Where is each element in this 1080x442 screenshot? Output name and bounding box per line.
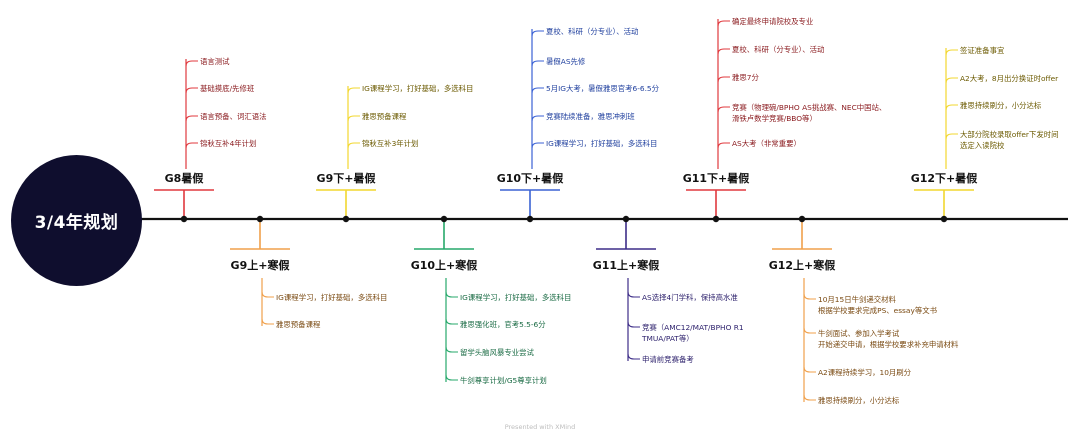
leaf-topic[interactable]: 大部分院校录取offer下发时间 选定入读院校 — [960, 129, 1059, 150]
leaf-connector — [261, 318, 274, 325]
leaf-topic[interactable]: 夏校、科研（分专业）、活动 — [546, 26, 639, 36]
leaf-connector — [185, 115, 198, 122]
leaf-topic[interactable]: 基础摸底/先修班 — [200, 83, 255, 93]
leaf-topic[interactable]: 雅思持续刷分，小分达标 — [960, 100, 1042, 110]
leaf-topic[interactable]: IG课程学习，打好基础，多选科目 — [276, 292, 388, 302]
leaf-topic[interactable]: 雅思强化班，官考5.5-6分 — [460, 319, 546, 329]
stage-label-g12-summer[interactable]: G12下+暑假 — [910, 172, 978, 185]
leaf-connector — [531, 30, 544, 37]
leaf-connector — [627, 291, 640, 298]
leaf-topic[interactable]: IG课程学习，打好基础，多选科目 — [546, 138, 658, 148]
leaf-connector — [803, 327, 816, 334]
leaf-connector — [531, 115, 544, 122]
timeline-node-g12-winter — [798, 215, 806, 223]
leaf-topic[interactable]: 竞赛陆续准备，雅思冲刺班 — [546, 111, 635, 121]
leaf-connector — [945, 77, 958, 84]
timeline-node-g10-winter — [440, 215, 448, 223]
leaf-connector — [945, 49, 958, 56]
leaf-connector — [445, 346, 458, 353]
leaf-topic[interactable]: 竞赛（AMC12/MAT/BPHO R1 TMUA/PAT等） — [642, 322, 744, 343]
leaf-connector — [803, 394, 816, 401]
stage-label-g8-summer[interactable]: G8暑假 — [164, 172, 204, 185]
leaf-topic[interactable]: 锦秋互补4年计划 — [200, 138, 257, 148]
timeline-node-g11-winter — [622, 215, 630, 223]
leaf-connector — [803, 366, 816, 373]
leaf-connector — [945, 133, 958, 140]
stage-label-g9-winter[interactable]: G9上+寒假 — [230, 259, 290, 272]
leaf-connector — [445, 291, 458, 298]
stage-label-g10-winter[interactable]: G10上+寒假 — [410, 259, 478, 272]
leaf-topic[interactable]: 雅思7分 — [732, 72, 759, 82]
leaf-connector — [445, 374, 458, 381]
stage-label-g11-summer[interactable]: G11下+暑假 — [682, 172, 750, 185]
root-topic-label: 3/4年规划 — [34, 213, 119, 233]
leaf-connector — [185, 87, 198, 94]
stage-label-g12-winter[interactable]: G12上+寒假 — [768, 259, 836, 272]
leaf-connector — [531, 142, 544, 149]
leaf-topic[interactable]: 语言测试 — [200, 56, 230, 66]
leaf-topic[interactable]: IG课程学习，打好基础，多选科目 — [362, 83, 474, 93]
stage-label-g9-summer[interactable]: G9下+暑假 — [316, 172, 376, 185]
leaf-topic[interactable]: AS选择4门学科，保持高水准 — [642, 292, 738, 302]
leaf-topic[interactable]: IG课程学习，打好基础，多选科目 — [460, 292, 572, 302]
leaf-connector — [531, 87, 544, 94]
leaf-connector — [717, 106, 730, 113]
stage-label-g10-summer[interactable]: G10下+暑假 — [496, 172, 564, 185]
leaf-topic[interactable]: A2大考，8月出分换证时offer — [960, 73, 1059, 83]
leaf-topic[interactable]: AS大考（非常重要） — [732, 138, 801, 148]
leaf-topic[interactable]: 雅思预备课程 — [362, 111, 407, 121]
leaf-connector — [717, 76, 730, 83]
leaf-topic[interactable]: 确定最终申请院校及专业 — [732, 16, 814, 26]
leaf-connector — [717, 48, 730, 55]
leaf-connector — [803, 293, 816, 300]
leaf-connector — [717, 20, 730, 27]
footer-credit: Presented with XMind — [504, 423, 576, 431]
leaf-connector — [531, 60, 544, 67]
leaf-topic[interactable]: 语言预备、词汇语法 — [200, 111, 267, 121]
leaf-topic[interactable]: 5月IG大考，暑假雅思官考6-6.5分 — [546, 83, 660, 93]
timeline-node-g9-summer — [342, 215, 350, 223]
leaf-topic[interactable]: 留学头脑风暴专业尝试 — [460, 347, 534, 357]
timeline-node-g9-winter — [256, 215, 264, 223]
leaf-topic[interactable]: 竞赛（物理碗/BPHO AS挑战赛、NEC中国站、 滑铁卢数学竞赛/BBO等） — [732, 102, 887, 123]
leaf-topic[interactable]: 牛剑面试、参加入学考试 开始递交申请，根据学校要求补充申请材料 — [818, 328, 959, 349]
leaf-connector — [185, 142, 198, 149]
leaf-connector — [945, 104, 958, 111]
leaf-connector — [627, 353, 640, 360]
leaf-topic[interactable]: 雅思持续刷分，小分达标 — [818, 395, 900, 405]
timeline-node-g12-summer — [940, 215, 948, 223]
leaf-connector — [347, 142, 360, 149]
leaf-topic[interactable]: 牛剑尊享计划/G5尊享计划 — [460, 375, 547, 385]
leaf-connector — [347, 115, 360, 122]
timeline-node-g10-summer — [526, 215, 534, 223]
timeline-node-g11-summer — [712, 215, 720, 223]
leaf-connector — [185, 60, 198, 67]
leaf-topic[interactable]: A2课程持续学习，10月刷分 — [818, 367, 912, 377]
root-topic[interactable]: 3/4年规划 — [11, 155, 142, 286]
leaf-topic[interactable]: 暑假AS先修 — [546, 56, 586, 66]
stage-label-g11-winter[interactable]: G11上+寒假 — [592, 259, 660, 272]
leaf-connector — [347, 87, 360, 94]
leaf-connector — [717, 142, 730, 149]
leaf-connector — [261, 291, 274, 298]
leaf-topic[interactable]: 锦秋互补3年计划 — [362, 138, 419, 148]
leaf-topic[interactable]: 签证准备事宜 — [960, 45, 1005, 55]
leaf-topic[interactable]: 申请前竞赛备考 — [642, 354, 694, 364]
leaf-topic[interactable]: 雅思预备课程 — [276, 319, 321, 329]
leaf-connector — [445, 318, 458, 325]
timeline-node-g8-summer — [180, 215, 188, 223]
leaf-connector — [627, 321, 640, 328]
leaf-topic[interactable]: 10月15日牛剑递交材料 根据学校要求完成PS、essay等文书 — [818, 294, 937, 315]
leaf-topic[interactable]: 夏校、科研（分专业）、活动 — [732, 44, 825, 54]
